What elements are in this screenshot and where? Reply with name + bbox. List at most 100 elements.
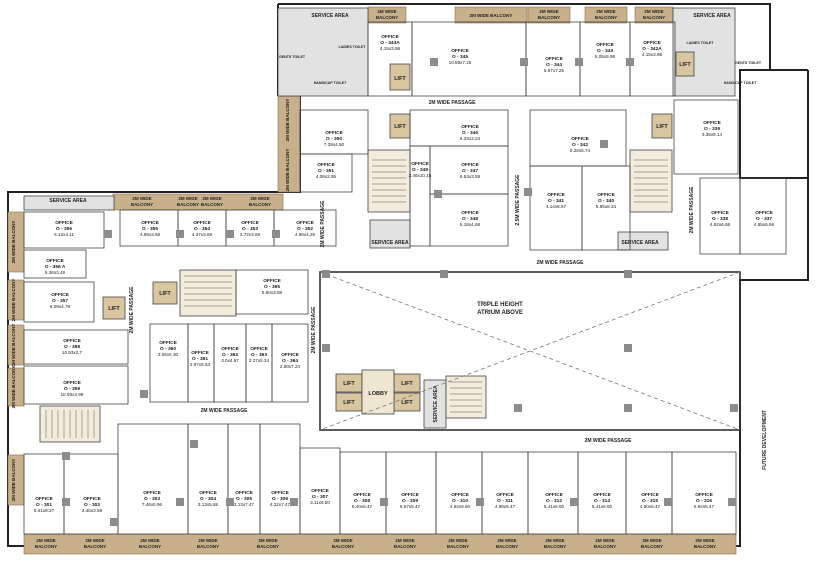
office-dimensions: 4.37x3.69 xyxy=(192,232,213,237)
service-area-label: SERVICE AREA xyxy=(621,240,659,246)
lift xyxy=(152,281,178,305)
balcony-label: BALCONY xyxy=(131,202,153,207)
office-number: O - 306 xyxy=(272,496,288,502)
office-name: OFFICE xyxy=(55,220,73,226)
office-name: OFFICE xyxy=(250,346,268,352)
office-name: OFFICE xyxy=(703,120,721,126)
office-number: O - 307 xyxy=(312,494,328,500)
office-dimensions: 4.98x5.47 xyxy=(495,504,516,509)
office-number: O - 356 A xyxy=(45,264,66,270)
balcony xyxy=(23,533,737,555)
office-dimensions: 10.88x7.25 xyxy=(449,60,472,65)
office-number: O - 350 xyxy=(326,136,342,142)
office-number: O - 303 xyxy=(144,496,160,502)
balcony-label: 2M WIDE xyxy=(377,9,396,14)
svg-text:LIFT: LIFT xyxy=(343,400,355,406)
balcony-label: 2M WIDE xyxy=(178,196,197,201)
office-number: O - 363 xyxy=(251,352,267,358)
office-dimensions: 5.18x4.68 xyxy=(460,222,481,227)
svg-text:2M WIDE BALCONY: 2M WIDE BALCONY xyxy=(285,149,290,192)
office-number: O - 353 xyxy=(242,226,258,232)
office-number: O - 354 xyxy=(194,226,210,232)
office-dimensions: 4.62x6.50 xyxy=(450,504,471,509)
office-dimensions: 4.08x2.95 xyxy=(316,174,337,179)
office-number: O - 308 xyxy=(354,498,370,504)
office-dimensions: 7.39x4.90 xyxy=(324,142,345,147)
balcony-label: 2M WIDE xyxy=(539,9,558,14)
office-dimensions: 3.11x6.50 xyxy=(310,500,330,505)
office-dimensions: 3.0x4.67 xyxy=(221,358,239,363)
office-name: OFFICE xyxy=(143,490,161,496)
staircase xyxy=(445,375,487,419)
office-number: O - 358 xyxy=(64,344,80,350)
office-number: O - 348 xyxy=(462,216,478,222)
office-number: O - 312 xyxy=(546,498,562,504)
office-number: O - 338 xyxy=(712,216,728,222)
office-dimensions: 5.57x5.47 xyxy=(400,504,421,509)
office-dimensions: 4.14x8.67 xyxy=(546,204,567,209)
svg-text:LIFT: LIFT xyxy=(108,306,120,312)
office-number: O - 349 xyxy=(412,167,428,173)
office-name: OFFICE xyxy=(193,220,211,226)
svg-text:2M WIDE: 2M WIDE xyxy=(545,538,564,543)
office-name: OFFICE xyxy=(221,346,239,352)
office-dimensions: 5.05x5.98 xyxy=(595,54,616,59)
office-dimensions: 6.53x3.59 xyxy=(460,174,481,179)
office-name: OFFICE xyxy=(641,492,659,498)
office-number: O - 340 xyxy=(598,198,614,204)
office-dimensions: 3.46x10.15 xyxy=(409,173,432,178)
office-name: OFFICE xyxy=(83,496,101,502)
svg-text:2M WIDE BALCONY: 2M WIDE BALCONY xyxy=(11,366,16,409)
office-name: OFFICE xyxy=(235,490,253,496)
svg-text:2M WIDE: 2M WIDE xyxy=(85,538,104,543)
office-name: OFFICE xyxy=(271,490,289,496)
office-number: O - 301 xyxy=(36,502,52,508)
passage-label: 2M WIDE PASSAGE xyxy=(201,408,249,414)
office-dimensions: 10.93x3.99 xyxy=(61,392,84,397)
svg-text:BALCONY: BALCONY xyxy=(394,544,416,549)
balcony-label: BALCONY xyxy=(201,202,223,207)
svg-text:BALCONY: BALCONY xyxy=(544,544,566,549)
office-dimensions: 7.46x5.96 xyxy=(142,502,163,507)
office-name: OFFICE xyxy=(571,136,589,142)
balcony-label: 2M WIDE xyxy=(644,9,663,14)
balcony-label: 2M WIDE BALCONY xyxy=(470,13,513,18)
office-number: O - 360 xyxy=(160,346,176,352)
office-number: O - 343A xyxy=(380,40,400,46)
office-name: OFFICE xyxy=(263,278,281,284)
svg-text:2M WIDE: 2M WIDE xyxy=(198,538,217,543)
office-number: O - 305 xyxy=(236,496,252,502)
office-number: O - 341 xyxy=(548,198,564,204)
balcony-label: 2M WIDE xyxy=(596,9,615,14)
office-number: O - 347 xyxy=(462,168,478,174)
office-number: O - 362 xyxy=(222,352,238,358)
office-dimensions: 4.32x7.47 xyxy=(270,502,291,507)
svg-text:LOBBY: LOBBY xyxy=(368,391,388,397)
office-number: O - 357 xyxy=(52,298,68,304)
lift xyxy=(675,51,695,77)
office-name: OFFICE xyxy=(63,338,81,344)
office-dimensions: 3.46x3.58 xyxy=(82,508,103,513)
office-name: OFFICE xyxy=(241,220,259,226)
toilet-label: GENTS TOILET xyxy=(735,61,762,65)
office-dimensions: 6.09x4.78 xyxy=(50,304,71,309)
passage-label: 2M WIDE PASSAGE xyxy=(129,286,135,334)
